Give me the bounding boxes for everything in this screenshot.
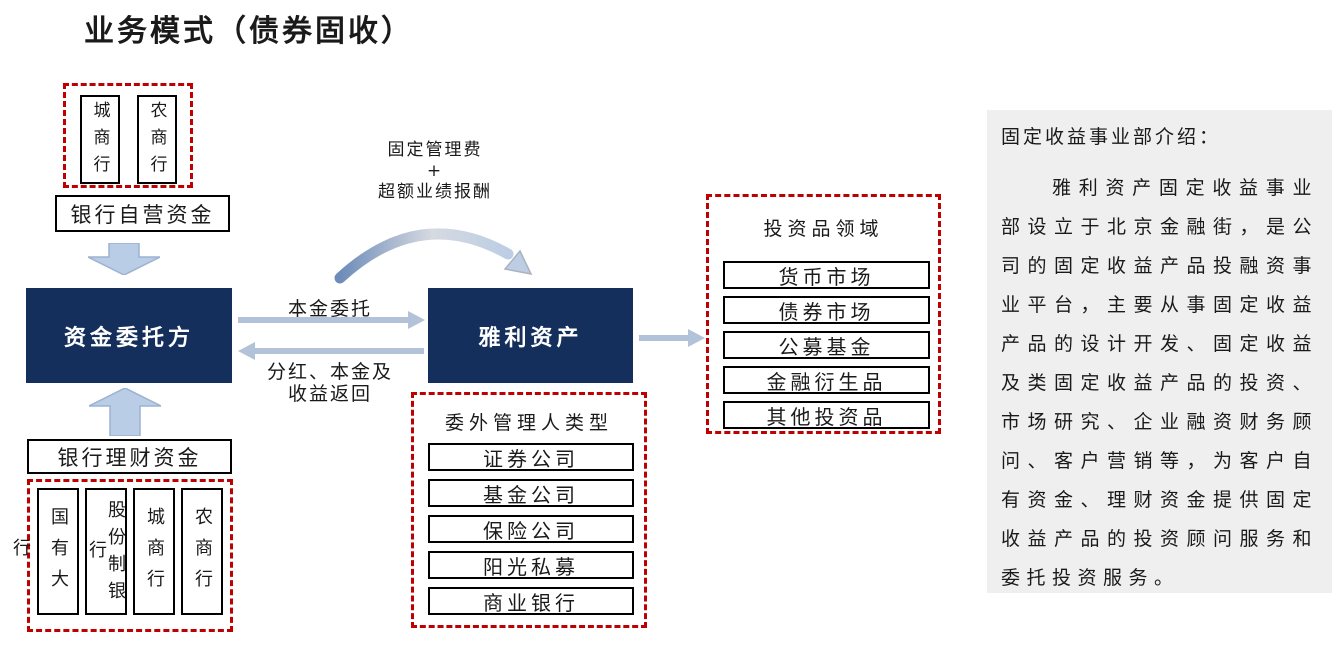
fee-label-line2: 超额业绩报酬 <box>378 182 492 202</box>
wealth-funds-bank-group: 国有大行股份制银行城商行农商行 <box>10 479 233 632</box>
manager-type-box: 基金公司 <box>428 479 634 507</box>
bank-type-list: 国有大行股份制银行城商行农商行 <box>10 482 230 629</box>
intro-panel: 固定收益事业部介绍： 雅利资产固定收益事业部设立于北京金融街，是公司的固定收益产… <box>987 110 1332 593</box>
manager-type-box: 保险公司 <box>428 515 634 543</box>
investment-areas-group: 投资品领域 货币市场债券市场公募基金金融衍生品其他投资品 <box>706 194 941 434</box>
up-block-arrow <box>89 388 161 436</box>
down-block-arrow <box>88 243 160 275</box>
bank-type-box: 国有大行 <box>10 488 79 615</box>
manager-types-list: 证券公司基金公司保险公司阳光私募商业银行 <box>428 443 634 615</box>
bank-type-box: 股份制银行 <box>85 488 127 615</box>
manager-company-box: 雅利资产 <box>428 288 633 383</box>
investment-area-box: 货币市场 <box>723 261 930 289</box>
return-label-line2: 收益返回 <box>287 383 372 405</box>
investment-area-box: 债券市场 <box>723 296 930 324</box>
bank-type-box: 农商行 <box>181 488 223 615</box>
invest-arrow <box>639 329 705 347</box>
manager-type-box: 商业银行 <box>428 587 634 615</box>
manager-type-box: 阳光私募 <box>428 551 634 579</box>
bank-type-list: 城商行农商行 <box>66 86 190 185</box>
manager-types-group: 委外管理人类型 证券公司基金公司保险公司阳光私募商业银行 <box>411 392 647 628</box>
bank-type-box: 农商行 <box>136 95 177 184</box>
bank-type-box: 城商行 <box>79 95 120 184</box>
fee-label: 固定管理费 + 超额业绩报酬 <box>355 140 515 203</box>
investment-area-box: 其他投资品 <box>723 401 930 429</box>
fund-principal-box: 资金委托方 <box>26 288 232 383</box>
bank-wealth-funds-box: 银行理财资金 <box>27 439 232 474</box>
investment-area-box: 金融衍生品 <box>723 366 930 394</box>
page-title: 业务模式（债券固收） <box>84 14 414 49</box>
bank-type-box: 城商行 <box>133 488 175 615</box>
investment-areas-title: 投资品领域 <box>763 218 884 240</box>
intro-body: 雅利资产固定收益事业部设立于北京金融街，是公司的固定收益产品投融资事业平台，主要… <box>1001 177 1318 589</box>
principal-entrust-label: 本金委托 <box>287 298 372 320</box>
fee-curved-arrow <box>334 228 533 284</box>
self-funds-bank-group: 城商行农商行 <box>63 83 193 188</box>
fee-label-plus: + <box>426 161 444 181</box>
intro-heading: 固定收益事业部介绍： <box>1001 126 1222 148</box>
fee-label-line1: 固定管理费 <box>387 140 483 160</box>
return-label-line1: 分红、本金及 <box>266 361 393 383</box>
bank-self-funds-box: 银行自营资金 <box>55 195 230 232</box>
manager-type-box: 证券公司 <box>428 443 634 471</box>
investment-area-box: 公募基金 <box>723 331 930 359</box>
investment-areas-list: 货币市场债券市场公募基金金融衍生品其他投资品 <box>723 261 930 429</box>
manager-types-title: 委外管理人类型 <box>444 412 613 434</box>
